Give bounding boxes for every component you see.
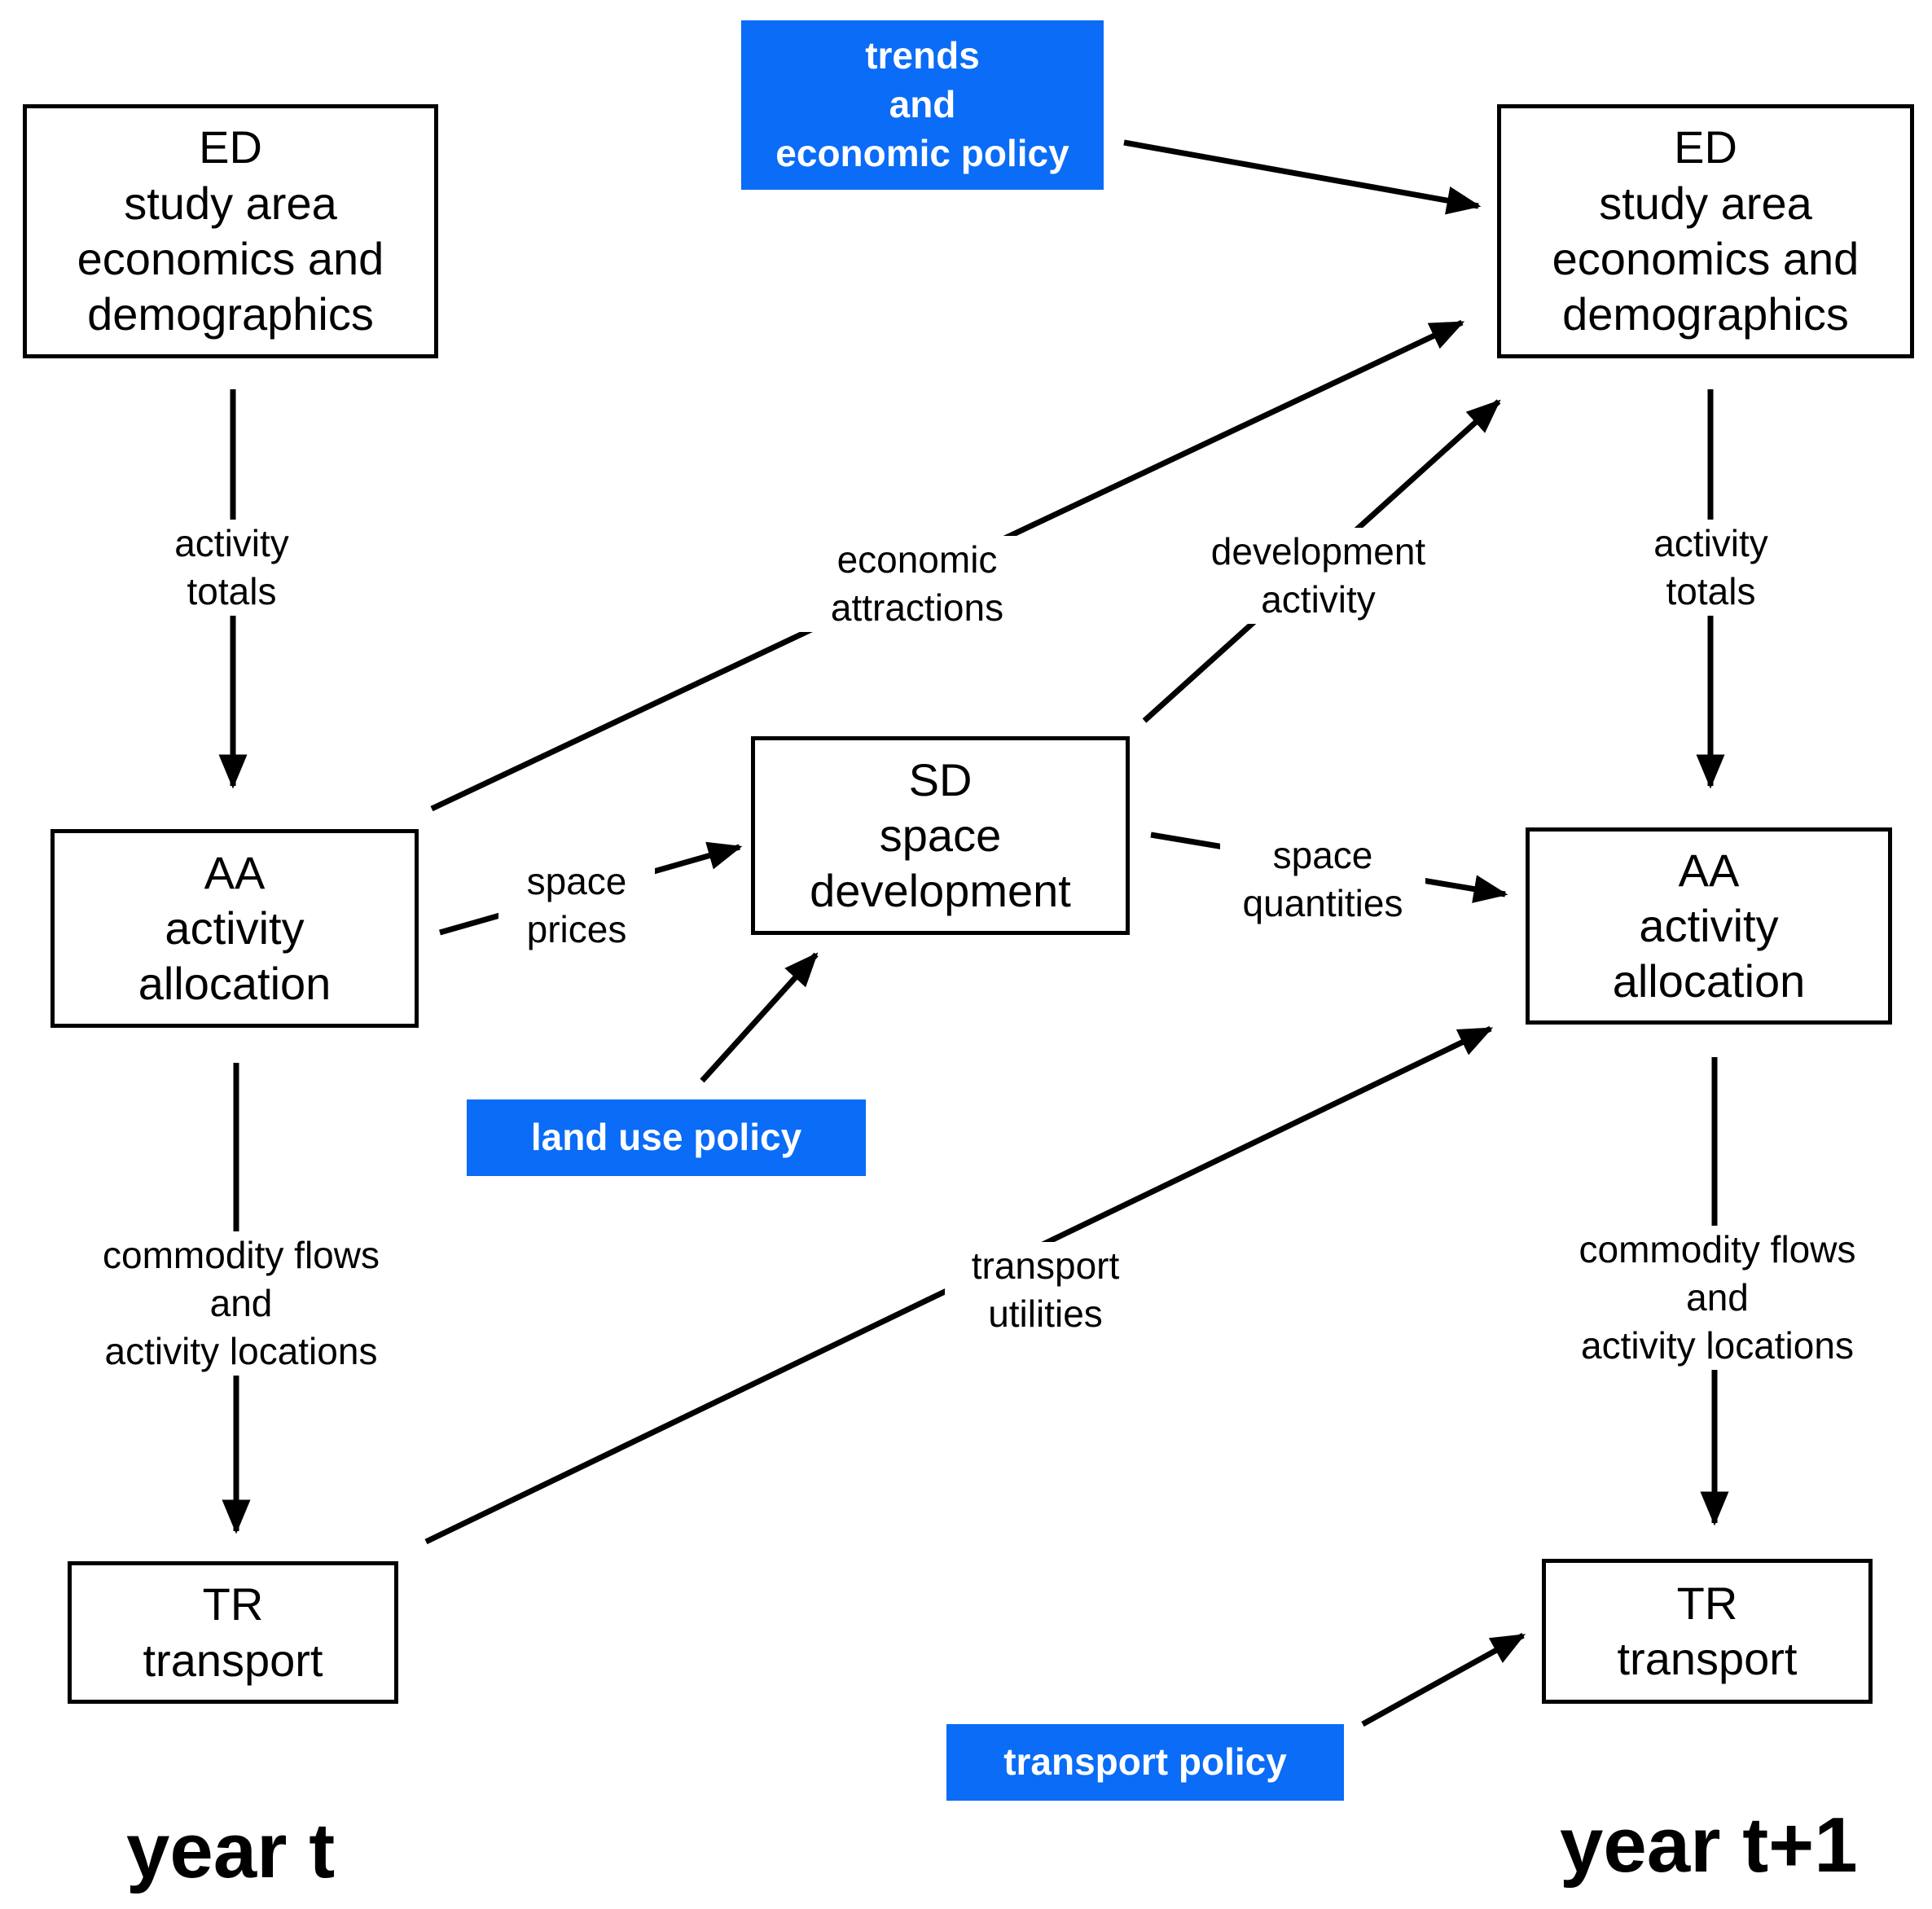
label-line: transport (971, 1244, 1120, 1287)
transport-policy-box: transport policy (946, 1724, 1344, 1801)
space-prices-label: space prices (498, 858, 655, 954)
space-quantities-label: space quantities (1220, 832, 1425, 928)
development-activity-label: development activity (1189, 528, 1447, 624)
policy-line: trends (865, 34, 980, 77)
label-line: space (526, 860, 627, 902)
label-line: space (1272, 834, 1373, 876)
aa-line: allocation (138, 958, 332, 1010)
ed-line: demographics (87, 288, 374, 340)
sd-code: SD (908, 753, 973, 805)
label-line: activity (174, 522, 289, 564)
ed-line: study area (124, 177, 337, 229)
label-line: commodity flows (103, 1234, 380, 1276)
aa-box-year-t1: AA activity allocation (1526, 827, 1892, 1025)
label-line: activity (1261, 577, 1376, 621)
ed-line: economics and (1552, 233, 1860, 284)
policy-line: transport policy (1003, 1740, 1287, 1784)
arrow-land-use-to-sd (700, 952, 819, 1083)
ed-line: study area (1599, 177, 1812, 229)
label-line: activity locations (104, 1329, 378, 1372)
year-t1-caption: year t+1 (1560, 1801, 1858, 1889)
label-line: totals (1666, 569, 1756, 612)
land-use-policy-box: land use policy (467, 1099, 866, 1176)
ed-code: ED (199, 121, 262, 173)
tr-box-year-t1: TR transport (1542, 1559, 1873, 1704)
label-line: activity (1653, 522, 1768, 564)
policy-line: land use policy (530, 1116, 802, 1159)
arrow-trends-to-ed-right (1123, 139, 1482, 215)
label-line: commodity flows (1579, 1228, 1856, 1270)
label-line: attractions (830, 586, 1004, 629)
ed-code: ED (1674, 121, 1737, 173)
sd-line: space (879, 809, 1002, 861)
ed-line: economics and (77, 233, 384, 284)
commodity-flows-label-right: commodity flows and activity locations (1556, 1226, 1879, 1370)
tr-line: transport (143, 1634, 323, 1686)
aa-line: activity (165, 902, 305, 954)
label-line: prices (526, 907, 627, 950)
tr-code: TR (202, 1578, 264, 1630)
label-line: and (1686, 1275, 1749, 1319)
economic-attractions-label: economic attractions (794, 536, 1040, 632)
tr-code: TR (1676, 1577, 1738, 1629)
label-line: and (209, 1281, 273, 1324)
transport-utilities-label: transport utilities (945, 1242, 1146, 1338)
tr-box-year-t: TR transport (68, 1561, 398, 1704)
arrow-transport-policy-to-tr (1361, 1632, 1526, 1727)
sd-line: development (810, 865, 1071, 917)
label-line: quantities (1242, 881, 1403, 924)
label-line: activity locations (1581, 1323, 1854, 1367)
ed-box-year-t: ED study area economics and demographics (23, 104, 438, 358)
label-line: development (1210, 530, 1426, 573)
label-line: utilities (988, 1292, 1103, 1335)
year-t-caption: year t (126, 1807, 336, 1894)
label-line: totals (187, 569, 277, 612)
aa-box-year-t: AA activity allocation (50, 829, 419, 1028)
commodity-flows-label-left: commodity flows and activity locations (81, 1231, 401, 1376)
aa-line: allocation (1612, 955, 1806, 1007)
ed-line: demographics (1562, 288, 1849, 340)
ed-box-year-t1: ED study area economics and demographics (1497, 104, 1914, 358)
policy-line: economic policy (775, 131, 1069, 174)
label-line: economic (836, 538, 998, 581)
aa-code: AA (1678, 844, 1740, 896)
policy-line: and (889, 83, 956, 126)
tr-line: transport (1617, 1633, 1798, 1684)
activity-totals-label-left: activity totals (160, 520, 304, 616)
aa-line: activity (1639, 899, 1779, 951)
trends-policy-box: trends and economic policy (741, 20, 1104, 190)
activity-totals-label-right: activity totals (1639, 520, 1783, 616)
aa-code: AA (204, 846, 266, 898)
sd-box: SD space development (751, 736, 1130, 935)
